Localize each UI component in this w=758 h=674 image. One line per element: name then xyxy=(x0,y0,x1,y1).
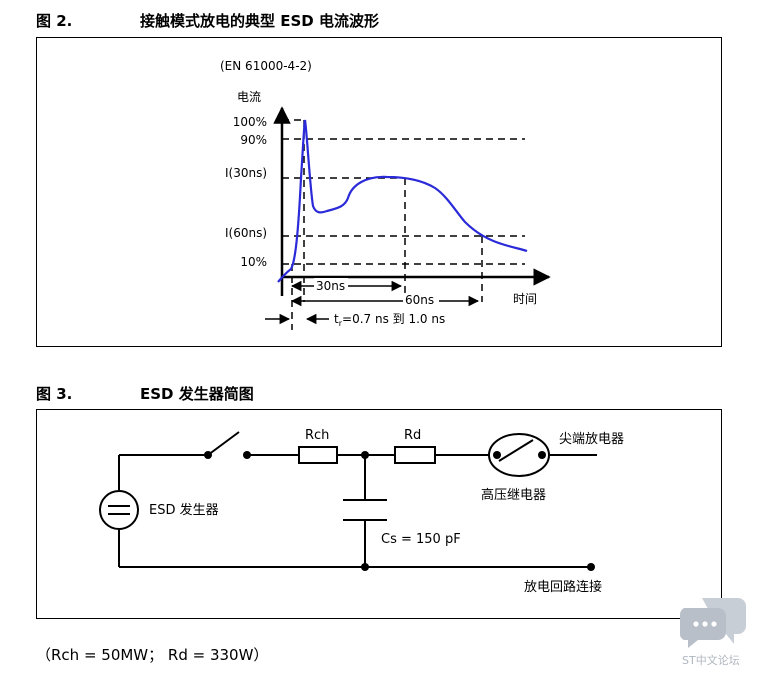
rch-label: Rch xyxy=(305,428,329,443)
forum-watermark: ST中文论坛 xyxy=(680,592,750,667)
relay-node-left xyxy=(493,451,501,459)
return-terminal xyxy=(587,563,595,571)
standard-label: (EN 61000-4-2) xyxy=(220,59,312,73)
label-30ns-bg xyxy=(314,278,348,293)
current-waveform xyxy=(277,119,528,283)
level-label-10: 10% xyxy=(240,255,267,269)
label-60ns-bg xyxy=(403,293,439,308)
relay-node-right xyxy=(538,451,546,459)
figure-2-title: 图 2. 接触模式放电的典型 ESD 电流波形 xyxy=(36,10,456,30)
tip-label: 尖端放电器 xyxy=(559,432,624,447)
esd-generator-schematic: ESD 发生器 Rch Rd Cs = 150 pF 尖端放电器 高压继电器 xyxy=(99,428,624,595)
figure-2-caption: 接触模式放电的典型 ESD 电流波形 xyxy=(140,12,379,30)
rise-time-t: t xyxy=(334,312,339,326)
junction-top xyxy=(361,451,369,459)
cs-label: Cs = 150 pF xyxy=(381,532,461,547)
rd-label: Rd xyxy=(404,428,421,443)
relay-ellipse xyxy=(488,433,550,477)
watermark-text: ST中文论坛 xyxy=(682,654,740,667)
level-label-i30: I(30ns) xyxy=(225,166,267,180)
rd-resistor xyxy=(394,446,436,464)
relay-contact xyxy=(498,439,534,462)
return-label: 放电回路连接 xyxy=(524,579,602,595)
esd-generator-symbol xyxy=(99,490,139,530)
level-label-100: 100% xyxy=(233,115,267,129)
rise-time-label: tr=0.7 ns 到 1.0 ns xyxy=(334,312,445,328)
esd-waveform-diagram: (EN 61000-4-2) 电流 时间 100% 90% I(30ns) I(… xyxy=(220,59,551,330)
chat-bubble-icon xyxy=(680,598,746,648)
generator-circle xyxy=(99,490,139,530)
switch-blade xyxy=(207,431,240,456)
figure-3-frame: ESD 发生器 Rch Rd Cs = 150 pF 尖端放电器 高压继电器 xyxy=(36,409,722,619)
resistor-values-note: （Rch = 50MW； Rd = 330W） xyxy=(36,646,269,664)
generator-label: ESD 发生器 xyxy=(149,502,219,518)
x-axis-label: 时间 xyxy=(513,292,537,306)
figure-2-number: 图 2. xyxy=(36,12,73,30)
figure-2-frame: (EN 61000-4-2) 电流 时间 100% 90% I(30ns) I(… xyxy=(36,37,722,347)
figure-3-title: 图 3. ESD 发生器简图 xyxy=(36,383,456,403)
figure-3-caption: ESD 发生器简图 xyxy=(140,385,254,403)
rise-time-value: =0.7 ns 到 1.0 ns xyxy=(342,312,445,326)
level-lines xyxy=(282,119,525,330)
junction-bottom xyxy=(361,563,369,571)
figure-3-number: 图 3. xyxy=(36,385,73,403)
rch-resistor xyxy=(298,446,338,464)
switch-symbol xyxy=(204,431,251,459)
switch-node-right xyxy=(243,451,251,459)
level-label-i60: I(60ns) xyxy=(225,226,267,240)
relay-label: 高压继电器 xyxy=(481,487,546,503)
rise-time-sub: r xyxy=(339,319,343,328)
level-label-90: 90% xyxy=(240,133,267,147)
label-60ns: 60ns xyxy=(405,293,434,307)
relay-symbol xyxy=(488,433,550,477)
label-30ns: 30ns xyxy=(316,279,345,293)
y-axis-label: 电流 xyxy=(237,90,261,104)
